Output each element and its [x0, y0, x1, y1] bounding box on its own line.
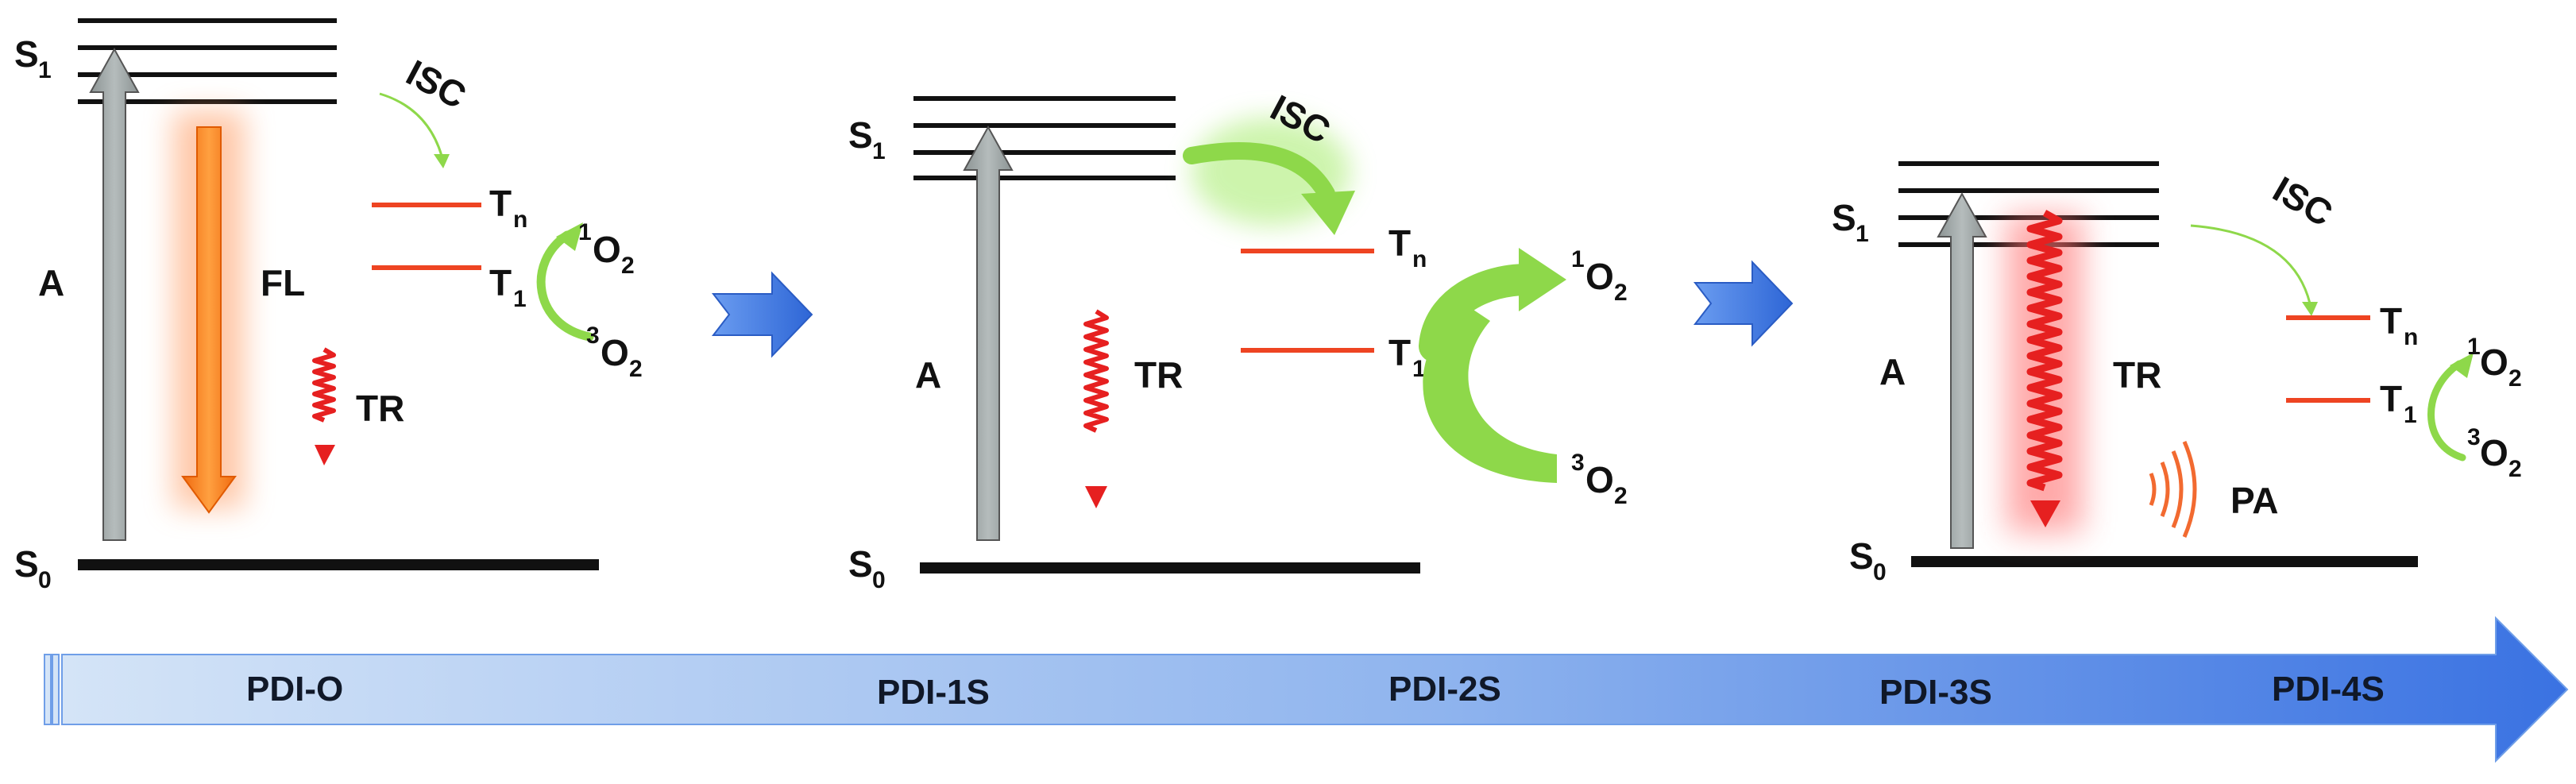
acoustic-arc: [2171, 450, 2184, 528]
absorption-arrow: [89, 47, 140, 541]
energy-transfer-arrow-upper: [1419, 264, 1543, 362]
triplet-o2-subscript: 2: [1614, 483, 1628, 509]
s1-subscript: 1: [872, 138, 886, 164]
thermal-relaxation-wave: [312, 347, 336, 423]
absorption-label: A: [915, 354, 941, 396]
s0-subscript: 0: [1873, 559, 1887, 585]
triplet-o2-label: O: [1585, 459, 1614, 500]
s0-label: S: [1849, 535, 1874, 577]
t1-subscript: 1: [513, 286, 527, 312]
energy-transfer-arrow-head: [2450, 353, 2474, 378]
s0-subscript: 0: [38, 567, 52, 593]
thermal-relaxation-label: TR: [356, 388, 404, 429]
absorption-label: A: [1879, 351, 1906, 392]
energy-transfer-arrow: [1423, 305, 1557, 483]
triplet-o2-superscript: 3: [2467, 424, 2481, 450]
series-arrow-tail-stripe: [44, 654, 52, 725]
series-label-pdi-2s: PDI-2S: [1388, 670, 1501, 709]
singlet-o2-superscript: 1: [1571, 246, 1585, 272]
s1-label: S: [1832, 197, 1856, 238]
absorption-arrow: [963, 125, 1014, 541]
acoustic-arc: [2149, 473, 2157, 506]
fluorescence-arrow: [181, 126, 237, 514]
triplet-o2-superscript: 3: [1571, 450, 1585, 476]
s0-label: S: [14, 543, 39, 585]
t1-label: T: [1388, 332, 1411, 373]
triplet-o2-superscript: 3: [586, 322, 600, 349]
tn-subscript: n: [2404, 324, 2418, 350]
s1-label: S: [848, 114, 873, 156]
singlet-o2-subscript: 2: [621, 253, 635, 279]
photoacoustic-wave-icon: [2149, 441, 2197, 538]
acoustic-arc: [2160, 462, 2170, 517]
singlet-o2-label: O: [593, 229, 621, 270]
step-arrow: [711, 271, 813, 358]
tn-subscript: n: [1412, 246, 1427, 272]
acoustic-arc: [2182, 441, 2197, 538]
isc-label: ISC: [400, 52, 473, 117]
step-arrow: [1693, 260, 1794, 347]
triplet-o2-subscript: 2: [629, 356, 643, 382]
t1-label: T: [489, 262, 512, 303]
series-label-pdi-3s: PDI-3S: [1879, 673, 1992, 712]
isc-arrow: [1183, 142, 1335, 203]
energy-transfer-arrow: [536, 230, 594, 342]
thermal-relaxation-wave: [2026, 210, 2063, 492]
s1-subscript: 1: [1856, 221, 1869, 247]
absorption-label: A: [38, 262, 64, 303]
photoacoustic-label: PA: [2230, 480, 2279, 521]
singlet-o2-label: O: [1585, 256, 1614, 297]
t1-subscript: 1: [2404, 402, 2417, 428]
s1-label: S: [14, 33, 39, 75]
isc-arrow-head: [2302, 302, 2318, 316]
series-progress-arrow: PDI-O PDI-1S PDI-2S PDI-3S PDI-4S: [44, 616, 2569, 763]
isc-arrow: [379, 92, 443, 156]
series-arrow-shape: [61, 616, 2569, 763]
series-arrow-tail-stripe: [52, 654, 60, 725]
series-label-pdi-o: PDI-O: [246, 670, 343, 709]
isc-arrow-head: [434, 154, 450, 168]
thermal-relaxation-head: [2030, 500, 2060, 527]
singlet-o2-label: O: [2480, 342, 2508, 383]
triplet-o2-label: O: [601, 332, 629, 373]
energy-transfer-arrow: [2427, 360, 2466, 462]
series-label-pdi-4s: PDI-4S: [2272, 670, 2385, 709]
tn-label: T: [489, 183, 512, 224]
isc-label: ISC: [2266, 168, 2339, 234]
singlet-o2-subscript: 2: [1614, 280, 1628, 306]
triplet-o2-subscript: 2: [2508, 456, 2522, 482]
panel-pdi-o: S 1 S 0 A FL ISC T n T 1 1 O 2 3 O 2 TR: [14, 18, 643, 593]
energy-transfer-arrow-head: [556, 222, 583, 251]
thermal-relaxation-head: [315, 445, 335, 465]
t1-subscript: 1: [1412, 356, 1426, 382]
fluorescence-label: FL: [261, 262, 305, 303]
tn-label: T: [2380, 300, 2402, 342]
isc-arrow-head: [1301, 191, 1355, 235]
series-label-pdi-1s: PDI-1S: [877, 673, 990, 712]
isc-arrow: [2190, 224, 2311, 304]
thermal-relaxation-label: TR: [2113, 354, 2161, 396]
s1-subscript: 1: [38, 57, 52, 83]
panel-pdi-2s: S 1 S 0 A ISC T n T 1 1 O 2 3 O 2 TR: [848, 87, 1628, 593]
s0-subscript: 0: [872, 567, 886, 593]
singlet-o2-superscript: 1: [578, 219, 592, 245]
s0-label: S: [848, 543, 873, 585]
singlet-o2-subscript: 2: [2508, 365, 2522, 392]
tn-label: T: [1388, 222, 1411, 264]
thermal-relaxation-head: [1085, 486, 1107, 508]
singlet-o2-superscript: 1: [2467, 334, 2481, 360]
absorption-arrow: [1937, 191, 1987, 549]
tn-subscript: n: [513, 207, 527, 233]
triplet-o2-label: O: [2480, 432, 2508, 473]
panel-pdi-4s: S 1 S 0 A TR PA ISC T n T 1 1 O 2 3 O: [1832, 161, 2522, 585]
thermal-relaxation-label: TR: [1134, 354, 1183, 396]
s1-levels: [913, 96, 1176, 180]
energy-transfer-arrow-head: [1519, 248, 1566, 311]
thermal-relaxation-wave: [1083, 309, 1109, 433]
t1-label: T: [2380, 378, 2402, 419]
